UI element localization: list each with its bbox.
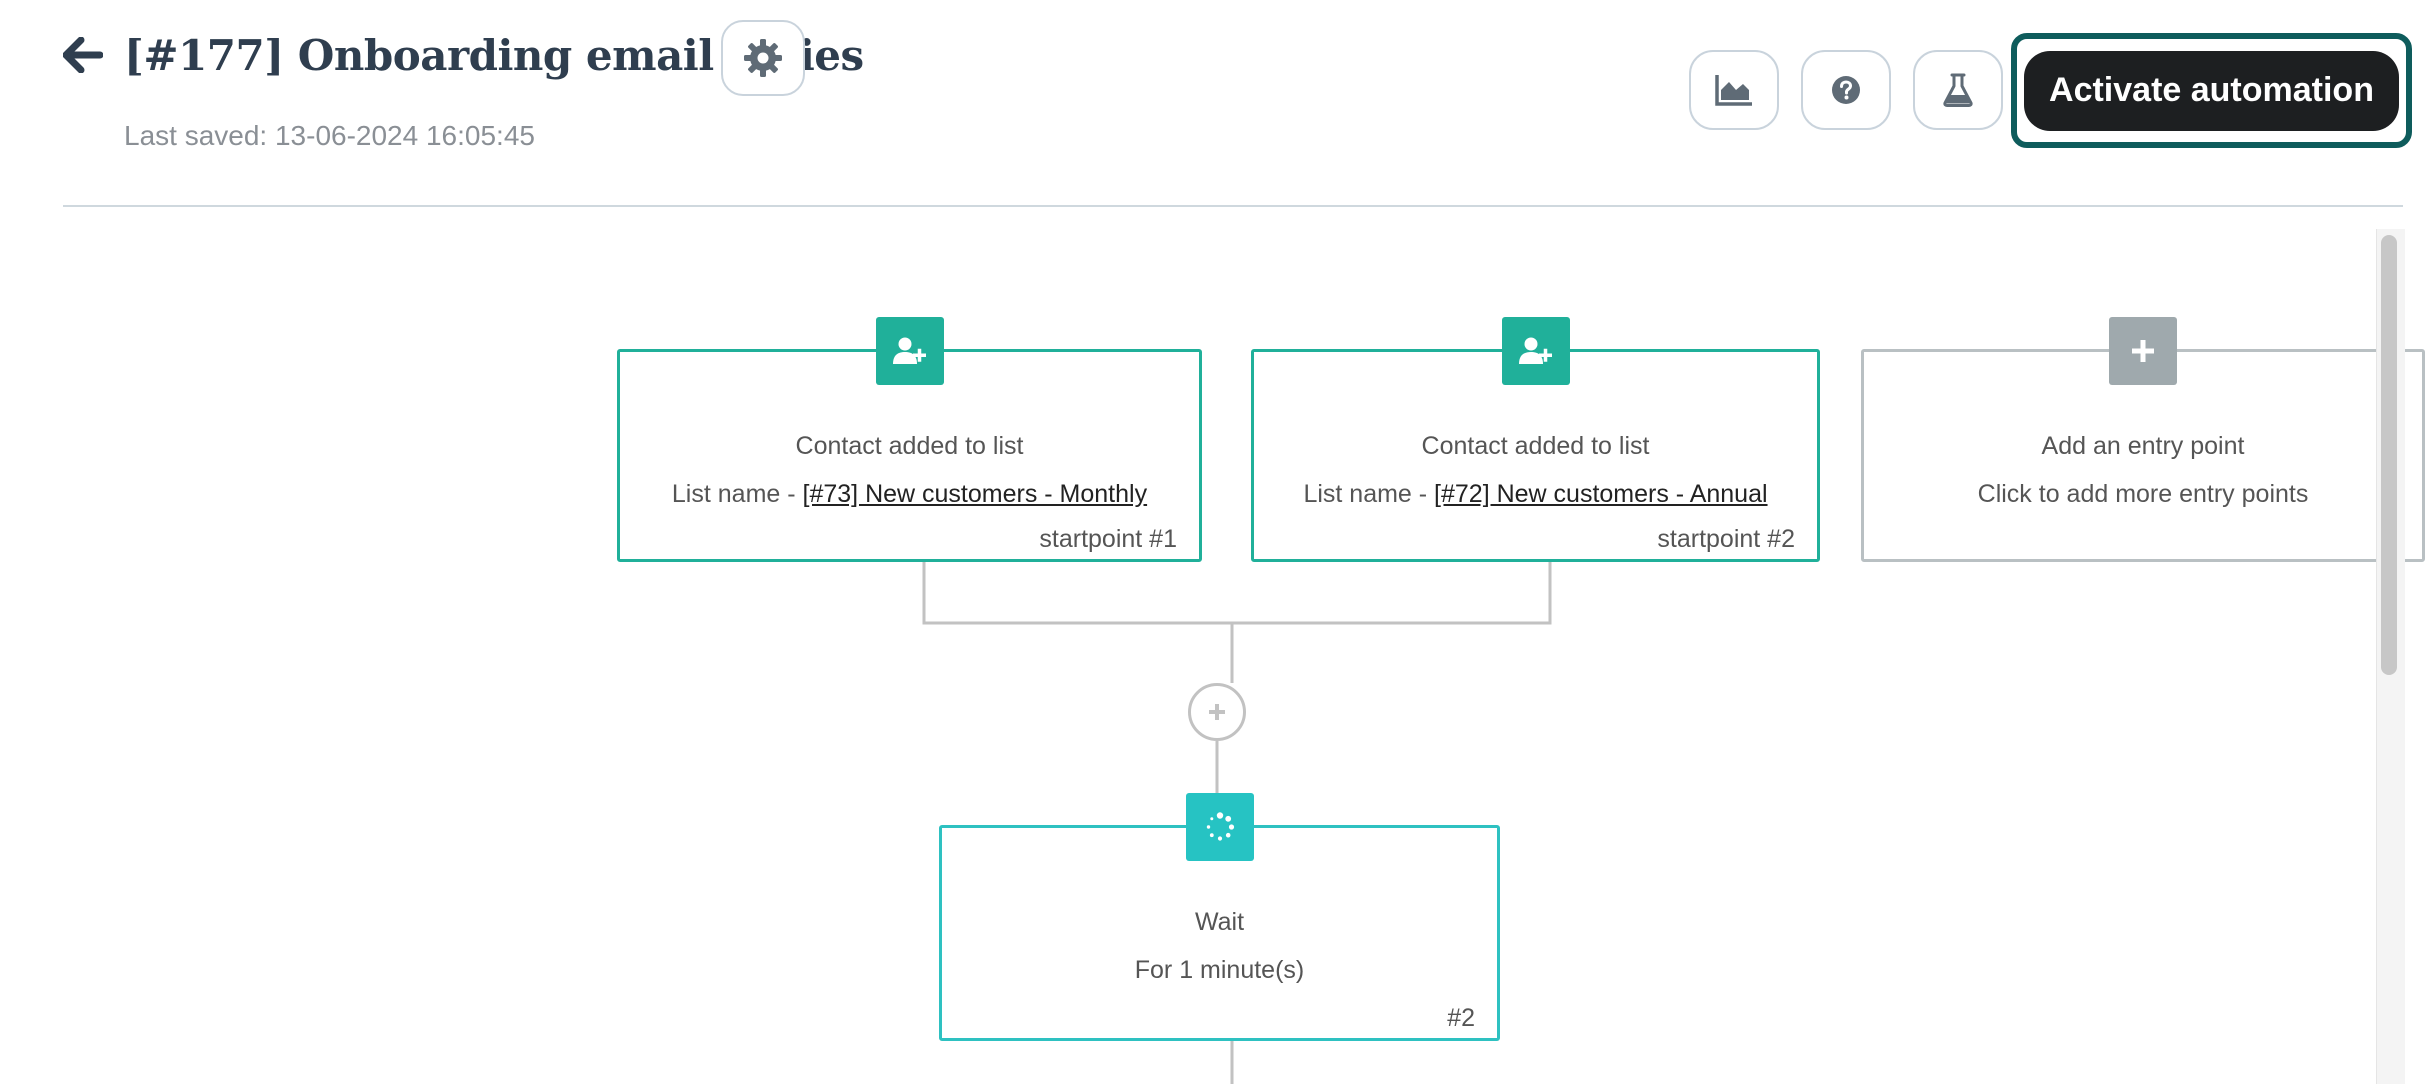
entry-point-description: List name - [#72] New customers - Annual (1254, 480, 1817, 509)
canvas-scrollbar-thumb[interactable] (2381, 235, 2397, 675)
list-link[interactable]: [#72] New customers - Annual (1434, 480, 1768, 508)
wait-step-node[interactable]: Wait For 1 minute(s) #2 (939, 793, 1500, 1041)
spinner-icon (1206, 812, 1234, 841)
reports-button[interactable] (1689, 50, 1779, 130)
user-plus-icon (892, 337, 926, 364)
startpoint-id: startpoint #1 (1039, 525, 1177, 553)
add-entry-point-title: Add an entry point (2041, 432, 2245, 460)
startpoint-id: startpoint #2 (1657, 525, 1795, 553)
automation-canvas[interactable]: Contact added to list List name - [#73] … (0, 207, 2432, 1084)
user-plus-icon (1518, 337, 1552, 364)
last-saved-timestamp: Last saved: 13-06-2024 16:05:45 (124, 120, 535, 151)
add-entry-point-description: Click to add more entry points (1977, 480, 2309, 508)
entry-point-title: Contact added to list (1421, 432, 1650, 460)
flow-connectors (922, 560, 1552, 1084)
question-circle-icon (1832, 76, 1860, 104)
wait-step-icon-badge (1185, 793, 1254, 861)
activate-automation-button[interactable]: Activate automation (2024, 50, 2399, 131)
help-button[interactable] (1801, 50, 1891, 130)
add-step-button[interactable] (1188, 683, 1246, 741)
area-chart-icon (1715, 75, 1752, 106)
entry-point-description: List name - [#73] New customers - Monthl… (620, 480, 1199, 509)
add-entry-point-icon-badge (2109, 317, 2177, 385)
entry-point-node[interactable]: Contact added to list List name - [#72] … (1251, 317, 1820, 562)
list-name-prefix: List name - (1303, 480, 1435, 508)
wait-step-title: Wait (1194, 908, 1245, 936)
add-entry-point-node[interactable]: Add an entry point Click to add more ent… (1861, 317, 2425, 562)
entry-point-icon-badge (1501, 317, 1570, 385)
plus-icon (2132, 340, 2154, 362)
entry-point-icon-badge (875, 317, 944, 385)
list-link[interactable]: [#73] New customers - Monthly (802, 480, 1148, 508)
settings-button[interactable] (721, 20, 805, 96)
wait-step-description: For 1 minute(s) (1134, 956, 1305, 984)
step-id: #2 (1447, 1004, 1475, 1032)
entry-point-title: Contact added to list (795, 432, 1024, 460)
list-name-prefix: List name - (671, 480, 803, 508)
entry-point-node[interactable]: Contact added to list List name - [#73] … (617, 317, 1202, 562)
test-button[interactable] (1913, 50, 2003, 130)
flask-icon (1943, 73, 1973, 107)
arrow-left-icon (63, 37, 103, 73)
back-button[interactable] (58, 30, 108, 80)
header-divider (63, 205, 2403, 207)
activate-button-focus-ring: Activate automation (2011, 33, 2412, 148)
gear-icon (744, 39, 782, 77)
plus-icon (1209, 704, 1225, 720)
